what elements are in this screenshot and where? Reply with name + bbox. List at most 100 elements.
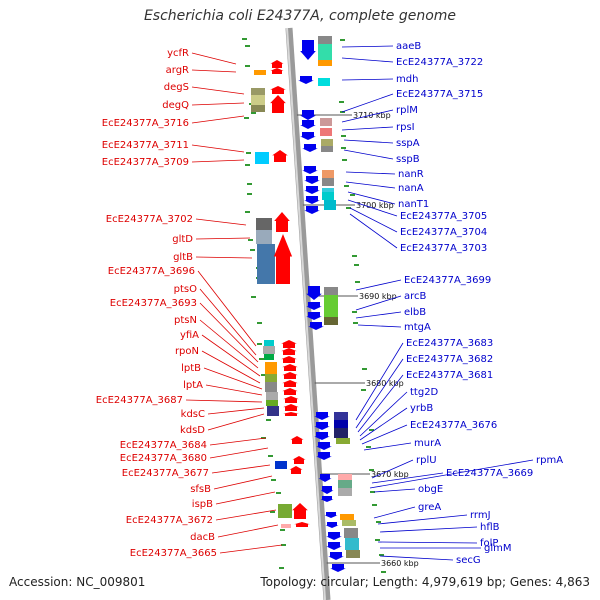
gene-label-yfia: yfiA: [180, 330, 199, 341]
forward-gene-arrow: [282, 364, 298, 371]
reverse-gene-arrow: [306, 302, 322, 310]
forward-gene-arrow: [270, 95, 286, 113]
gene-label-grea: greA: [418, 502, 441, 513]
gene-label-lptb: lptB: [181, 363, 201, 374]
feature-box: [266, 392, 278, 400]
reverse-gene-arrow: [304, 186, 320, 194]
forward-gene-arrow: [283, 404, 299, 411]
leader-line: [369, 459, 534, 489]
topology-label: Topology: circular; Length: 4,979,619 bp…: [260, 575, 590, 589]
reverse-gene-arrow: [300, 132, 316, 140]
gene-label-arcb: arcB: [404, 291, 427, 302]
gene-label-rpon: rpoN: [175, 346, 199, 357]
feature-box: [251, 105, 265, 112]
forward-gene-arrow: [274, 212, 290, 232]
gene-label-lpta: lptA: [183, 380, 203, 391]
gene-label-ece24377a_3676: EcE24377A_3676: [410, 420, 497, 431]
feature-box: [321, 146, 333, 152]
feature-box: [264, 354, 274, 360]
reverse-gene-arrow: [306, 312, 322, 320]
tick-mark: [251, 296, 256, 298]
leader-line: [217, 524, 279, 538]
gene-label-hflb: hflB: [480, 522, 500, 533]
feature-box: [344, 528, 358, 538]
reverse-gene-arrow: [320, 496, 334, 502]
leader-line: [191, 86, 245, 95]
leader-line: [349, 213, 398, 249]
forward-gene-arrow: [282, 388, 298, 395]
tick-mark: [355, 281, 360, 283]
tick-mark: [346, 207, 351, 209]
kbp-label: 3710 kbp: [353, 111, 391, 120]
feature-box: [254, 70, 266, 75]
leader-line: [191, 144, 245, 153]
tick-mark: [247, 193, 252, 195]
kbp-label: 3660 kbp: [381, 559, 419, 568]
gene-label-ece24377a_3683: EcE24377A_3683: [406, 338, 493, 349]
tick-mark: [379, 554, 384, 556]
reverse-gene-arrow: [328, 552, 344, 560]
tick-mark: [242, 38, 247, 40]
feature-box: [265, 374, 277, 382]
leader-line: [209, 437, 267, 446]
feature-box: [345, 538, 359, 550]
feature-box: [324, 200, 336, 210]
reverse-gene-arrow: [304, 176, 320, 184]
gene-label-ece24377a_3672: EcE24377A_3672: [126, 515, 213, 526]
feature-box: [340, 514, 354, 520]
gene-label-aaeb: aaeB: [396, 41, 421, 52]
tick-mark: [259, 358, 264, 360]
gene-label-sfsb: sfsB: [190, 484, 211, 495]
leader-line: [213, 475, 273, 490]
leader-line: [343, 139, 394, 144]
tick-mark: [353, 322, 358, 324]
reverse-gene-arrow: [304, 206, 320, 214]
leader-line: [379, 526, 478, 533]
gene-label-ycfr: ycfR: [167, 48, 189, 59]
reverse-gene-arrow: [314, 422, 330, 430]
gene-label-ece24377a_3696: EcE24377A_3696: [108, 266, 195, 277]
leader-line: [211, 464, 271, 474]
forward-gene-arrow: [281, 348, 297, 355]
leader-line: [199, 319, 259, 369]
feature-box: [322, 178, 334, 186]
leader-line: [341, 126, 394, 131]
gene-label-ece24377a_3669: EcE24377A_3669: [446, 468, 533, 479]
tick-mark: [248, 239, 253, 241]
feature-box: [265, 382, 277, 392]
accession-label: Accession: NC_009801: [9, 575, 146, 589]
tick-mark: [280, 529, 285, 531]
reverse-gene-arrow: [320, 486, 334, 494]
reverse-gene-arrow: [298, 76, 314, 84]
leader-line: [373, 506, 416, 519]
gene-label-ece24377a_3711: EcE24377A_3711: [102, 140, 189, 151]
gene-label-ece24377a_3716: EcE24377A_3716: [102, 118, 189, 129]
reverse-gene-arrow: [306, 286, 322, 300]
leader-line: [355, 295, 402, 311]
tick-mark: [375, 539, 380, 541]
feature-box: [318, 60, 332, 66]
tick-mark: [341, 135, 346, 137]
gene-label-folp: folP: [480, 538, 498, 549]
reverse-gene-arrow: [325, 522, 339, 528]
reverse-gene-arrow: [300, 110, 316, 120]
leader-line: [371, 459, 414, 479]
kbp-label: 3700 kbp: [356, 201, 394, 210]
tick-mark: [279, 567, 284, 569]
feature-box: [324, 317, 338, 325]
leader-line: [201, 334, 261, 377]
tick-mark: [250, 249, 255, 251]
reverse-gene-arrow: [316, 442, 332, 450]
feature-box: [278, 504, 292, 518]
tick-mark: [251, 112, 256, 114]
leader-line: [357, 324, 402, 328]
gene-label-obge: obgE: [418, 484, 443, 495]
gene-label-ece24377a_3680: EcE24377A_3680: [120, 453, 207, 464]
reverse-gene-arrow: [302, 166, 318, 174]
forward-gene-arrow: [283, 396, 299, 403]
gene-label-ece24377a_3693: EcE24377A_3693: [110, 298, 197, 309]
tick-mark: [245, 211, 250, 213]
leader-line: [359, 391, 408, 437]
gene-label-gltd: gltD: [172, 234, 193, 245]
gene-label-ece24377a_3687: EcE24377A_3687: [96, 395, 183, 406]
